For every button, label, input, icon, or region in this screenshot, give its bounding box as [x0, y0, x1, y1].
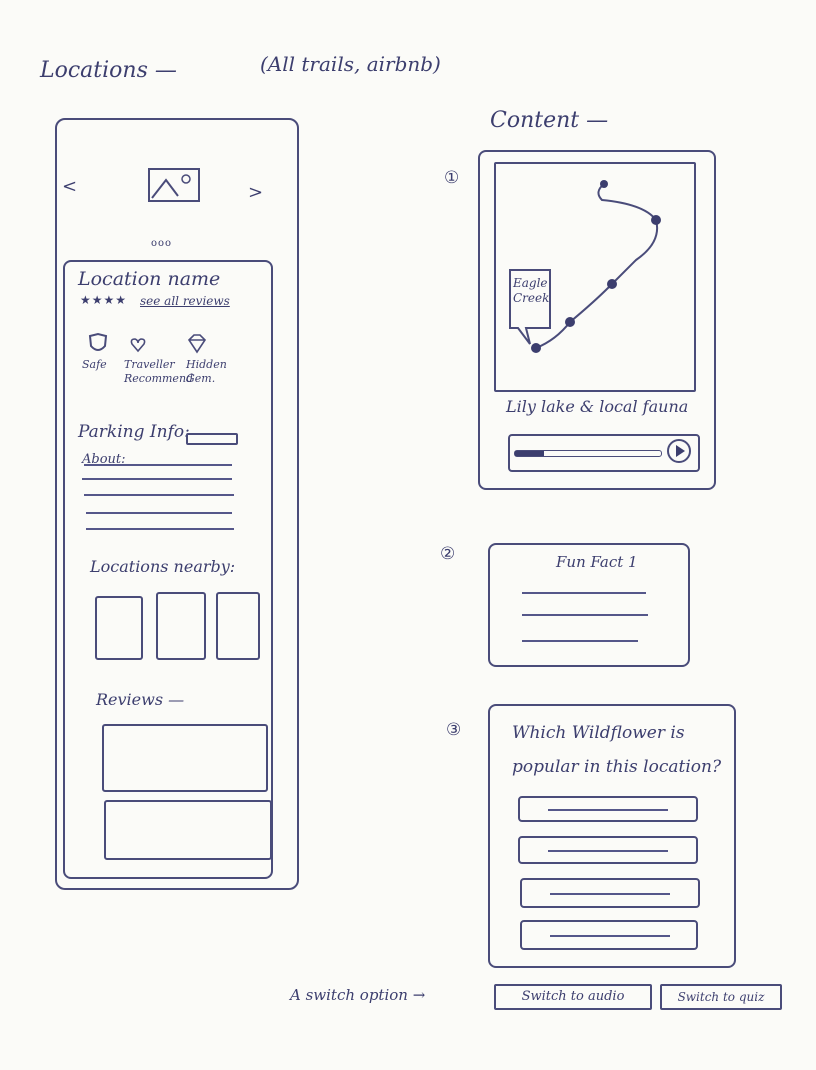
- content-heading: Content —: [490, 108, 609, 133]
- quiz-option[interactable]: [520, 920, 698, 950]
- nearby-location-card[interactable]: [216, 592, 260, 660]
- feature-safe-label: Safe: [82, 358, 107, 371]
- content-marker-2: ②: [440, 544, 456, 564]
- quiz-option[interactable]: [518, 796, 698, 822]
- about-label: About:: [82, 452, 126, 467]
- about-text-line: [86, 528, 234, 530]
- fun-fact-card: [488, 543, 690, 667]
- audio-progress-fill: [515, 451, 545, 456]
- fun-fact-text-line: [522, 640, 638, 642]
- review-card[interactable]: [102, 724, 268, 792]
- fun-fact-text-line: [522, 614, 648, 616]
- gem-icon: [187, 334, 207, 354]
- carousel-prev-button[interactable]: <: [62, 176, 78, 197]
- reviews-heading: Reviews —: [96, 690, 185, 709]
- map-caption: Lily lake & local fauna: [506, 397, 689, 416]
- locations-heading: Locations —: [40, 58, 177, 83]
- location-name: Location name: [78, 268, 221, 290]
- phone-frame: [55, 118, 299, 890]
- nearby-location-card[interactable]: [156, 592, 206, 660]
- switch-to-audio-button[interactable]: Switch to audio: [494, 984, 652, 1010]
- image-placeholder-icon: [148, 168, 200, 202]
- heart-icon: [130, 338, 146, 353]
- carousel-next-button[interactable]: >: [248, 182, 264, 203]
- about-text-line: [84, 464, 232, 466]
- content-marker-3: ③: [446, 720, 462, 740]
- quiz-card: [488, 704, 736, 968]
- audio-player: [508, 434, 700, 472]
- carousel-dots[interactable]: ooo: [151, 238, 173, 249]
- feature-hidden-gem-label: Hidden Gem.: [186, 358, 227, 385]
- see-all-reviews-link[interactable]: see all reviews: [140, 294, 230, 308]
- map-callout-label: Eagle Creek: [513, 276, 550, 305]
- quiz-option[interactable]: [520, 878, 700, 908]
- nearby-location-card[interactable]: [95, 596, 143, 660]
- switch-to-quiz-button[interactable]: Switch to quiz: [660, 984, 782, 1010]
- rating-stars: ★★★★: [80, 293, 128, 307]
- feature-traveller-label: Traveller Recommend: [124, 358, 194, 385]
- about-text-line: [86, 512, 232, 514]
- parking-info-label: Parking Info:: [78, 422, 190, 442]
- trail-path-icon: [509, 180, 661, 353]
- content-marker-1: ①: [444, 168, 460, 188]
- play-icon[interactable]: [666, 438, 692, 464]
- map-content-card: [478, 150, 716, 490]
- trail-map[interactable]: [494, 162, 696, 392]
- fun-fact-title: Fun Fact 1: [556, 553, 638, 571]
- review-card[interactable]: [104, 800, 272, 860]
- about-text-line: [82, 478, 232, 480]
- parking-info-field[interactable]: [186, 433, 238, 445]
- reference-note: (All trails, airbnb): [260, 52, 441, 76]
- quiz-option[interactable]: [518, 836, 698, 864]
- fun-fact-text-line: [522, 592, 646, 594]
- switch-option-note: A switch option →: [290, 986, 426, 1004]
- about-text-line: [84, 494, 234, 496]
- details-card: [63, 260, 273, 879]
- audio-progress-bar[interactable]: [514, 450, 662, 457]
- locations-nearby-heading: Locations nearby:: [90, 557, 236, 576]
- shield-icon: [88, 332, 108, 351]
- quiz-question: Which Wildflower is popular in this loca…: [512, 723, 722, 777]
